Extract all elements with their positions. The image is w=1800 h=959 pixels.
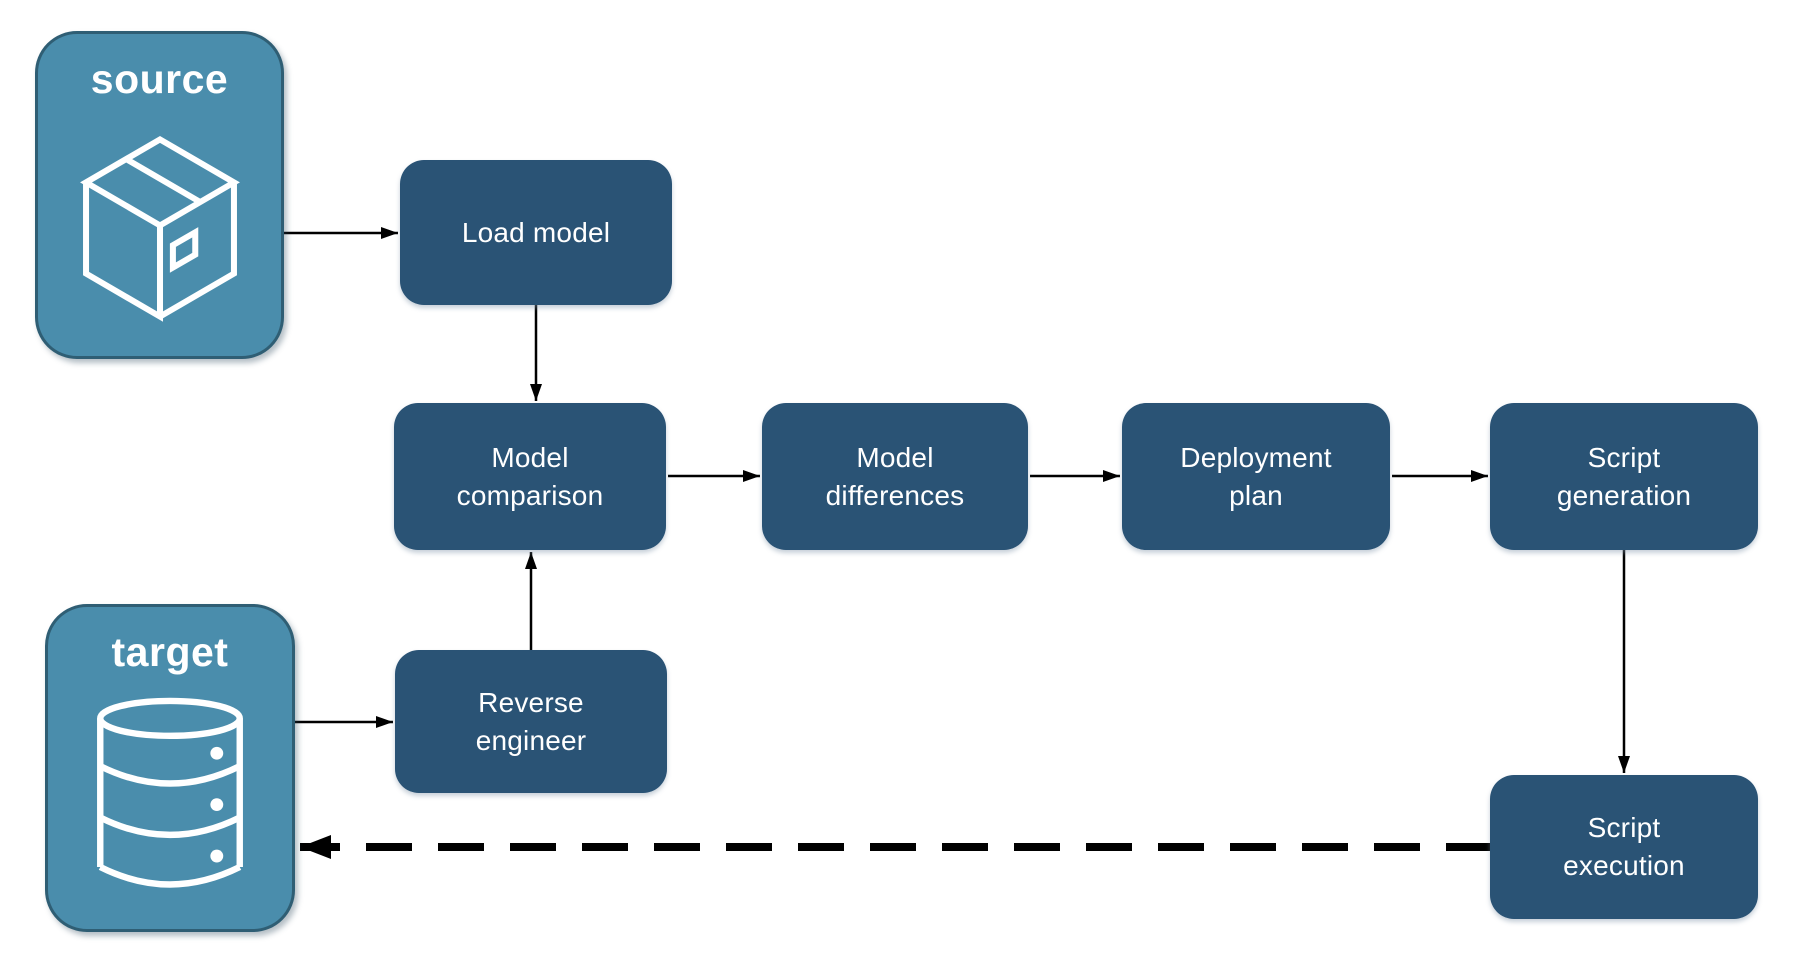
- node-deployment-plan-label: Deployment plan: [1180, 441, 1332, 511]
- node-model-comparison: Model comparison: [394, 403, 666, 550]
- database-icon: [97, 697, 243, 888]
- node-model-comparison-label: Model comparison: [456, 441, 604, 511]
- target-endpoint: target: [45, 604, 295, 932]
- node-load-model-label: Load model: [461, 216, 611, 248]
- node-model-differences: Model differences: [762, 403, 1028, 550]
- source-label: source: [90, 56, 229, 102]
- node-model-differences-label: Model differences: [825, 441, 965, 511]
- package-icon: [79, 135, 240, 322]
- source-endpoint: source: [35, 31, 284, 359]
- node-reverse-engineer: Reverse engineer: [395, 650, 667, 793]
- node-script-execution-label: Script execution: [1563, 812, 1685, 881]
- node-deployment-plan: Deployment plan: [1122, 403, 1390, 550]
- node-script-generation-label: Script generation: [1556, 441, 1692, 511]
- node-script-execution: Script execution: [1490, 775, 1758, 919]
- node-reverse-engineer-label: Reverse engineer: [475, 686, 587, 756]
- node-script-generation: Script generation: [1490, 403, 1758, 550]
- target-label: target: [111, 629, 229, 675]
- node-load-model: Load model: [400, 160, 672, 305]
